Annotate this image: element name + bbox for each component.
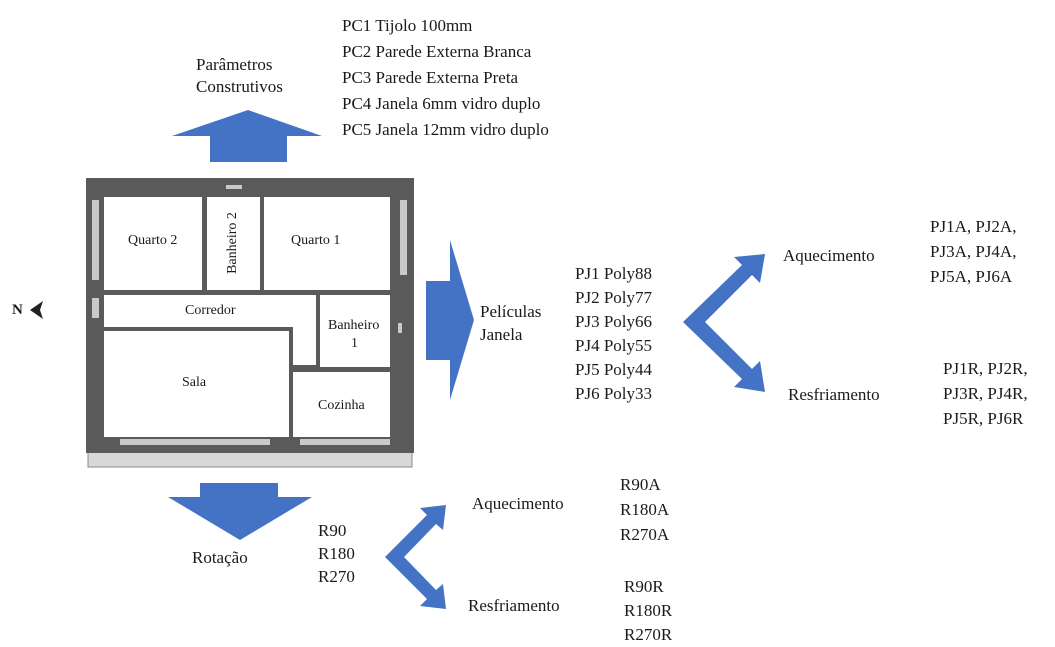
rotacao-aquecimento-item: R270A: [620, 525, 670, 544]
room-sala: [104, 331, 289, 437]
peliculas-item: PJ2 Poly77: [575, 288, 652, 307]
room-label-banheiro-1: Banheiro: [328, 318, 380, 333]
construtivos-item: PC2 Parede Externa Branca: [342, 42, 532, 61]
construtivos-item: PC5 Janela 12mm vidro duplo: [342, 120, 549, 139]
room-quarto-2: [104, 197, 202, 290]
rotacao-resfriamento-item: R180R: [624, 601, 673, 620]
peliculas-title-line2: Janela: [480, 325, 523, 344]
peliculas-item: PJ3 Poly66: [575, 312, 652, 331]
north-arrow-icon: [30, 301, 43, 319]
rotacao-resfriamento-item: R270R: [624, 625, 673, 644]
rotacao-aquecimento-label: Aquecimento: [472, 494, 564, 513]
peliculas-item: PJ1 Poly88: [575, 264, 652, 283]
rotacao-item: R180: [318, 544, 355, 563]
peliculas-resfriamento-label: Resfriamento: [788, 385, 880, 404]
construtivos-item: PC3 Parede Externa Preta: [342, 68, 519, 87]
chevron-split-rotacao: [385, 505, 446, 609]
construtivos-list: PC1 Tijolo 100mm PC2 Parede Externa Bran…: [342, 13, 549, 143]
peliculas-aquecimento-item: PJ5A, PJ6A: [930, 267, 1013, 286]
peliculas-resfriamento-list: PJ1R, PJ2R, PJ3R, PJ4R, PJ5R, PJ6R: [943, 356, 1028, 431]
peliculas-item: PJ5 Poly44: [575, 360, 652, 379]
room-label-quarto-2: Quarto 2: [128, 233, 178, 248]
construtivos-title-line1: Parâmetros: [196, 55, 273, 74]
rotacao-title: Rotação: [192, 548, 248, 567]
construtivos-item: PC4 Janela 6mm vidro duplo: [342, 94, 541, 113]
room-label-cozinha: Cozinha: [318, 398, 365, 413]
room-label-banheiro-2: Banheiro 2: [225, 212, 240, 274]
room-banheiro-1: [320, 295, 390, 367]
north-label: N: [12, 302, 23, 318]
peliculas-aquecimento-label: Aquecimento: [783, 246, 875, 265]
peliculas-resfriamento-item: PJ5R, PJ6R: [943, 409, 1024, 428]
room-label-quarto-1: Quarto 1: [291, 233, 341, 248]
peliculas-resfriamento-item: PJ1R, PJ2R,: [943, 359, 1028, 378]
rotacao-aquecimento-item: R90A: [620, 475, 661, 494]
room-label-banheiro-1-number: 1: [351, 336, 358, 351]
rotacao-list: R90 R180 R270: [318, 519, 355, 588]
floor-plan: [86, 178, 414, 468]
construtivos-item: PC1 Tijolo 100mm: [342, 16, 473, 35]
peliculas-item: PJ4 Poly55: [575, 336, 652, 355]
room-banheiro-2: [207, 197, 260, 290]
arrow-up-construtivos: [172, 110, 322, 162]
rotacao-item: R90: [318, 521, 347, 540]
peliculas-aquecimento-list: PJ1A, PJ2A, PJ3A, PJ4A, PJ5A, PJ6A: [930, 214, 1016, 289]
rotacao-item: R270: [318, 567, 355, 586]
room-corredor: [104, 295, 316, 365]
arrow-right-peliculas: [426, 240, 474, 400]
room-cozinha: [293, 372, 390, 437]
room-label-sala: Sala: [182, 375, 207, 390]
chevron-split-peliculas: [683, 254, 765, 392]
peliculas-title-line1: Películas: [480, 302, 542, 321]
rotacao-resfriamento-item: R90R: [624, 577, 664, 596]
room-quarto-1: [264, 197, 390, 290]
rotacao-resfriamento-label: Resfriamento: [468, 596, 560, 615]
room-label-corredor: Corredor: [185, 303, 236, 318]
arrow-down-rotacao: [168, 483, 312, 540]
peliculas-aquecimento-item: PJ1A, PJ2A,: [930, 217, 1017, 236]
peliculas-resfriamento-item: PJ3R, PJ4R,: [943, 384, 1028, 403]
rotacao-resfriamento-list: R90R R180R R270R: [624, 575, 672, 647]
rotacao-aquecimento-item: R180A: [620, 500, 670, 519]
peliculas-list: PJ1 Poly88 PJ2 Poly77 PJ3 Poly66 PJ4 Pol…: [575, 262, 652, 406]
peliculas-aquecimento-item: PJ3A, PJ4A,: [930, 242, 1017, 261]
rotacao-aquecimento-list: R90A R180A R270A: [620, 472, 669, 547]
construtivos-title-line2: Construtivos: [196, 77, 283, 96]
peliculas-item: PJ6 Poly33: [575, 384, 652, 403]
